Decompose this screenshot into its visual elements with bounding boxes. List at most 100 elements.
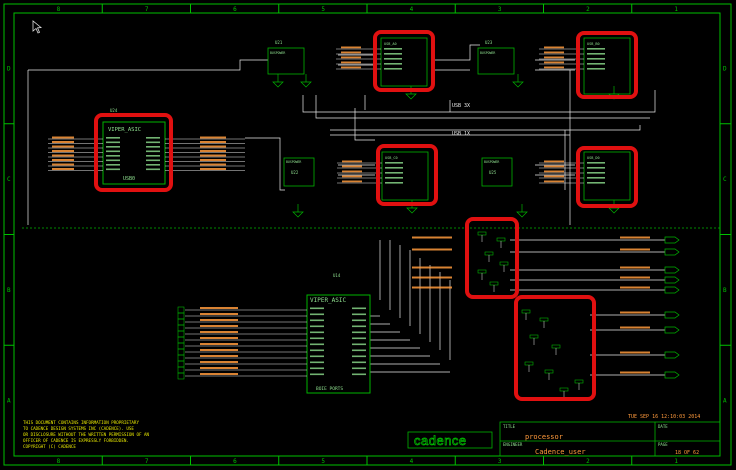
border-row-label-right: D (723, 65, 727, 72)
port-net-label (620, 351, 650, 354)
u14-pin-name (352, 349, 366, 352)
usb-pin-name (385, 162, 403, 164)
u14-pin-name (352, 355, 366, 358)
u14-pin-name (352, 325, 366, 328)
u24-pin-name (106, 141, 120, 144)
u14-pin-name (310, 307, 324, 310)
u24-pin-name (146, 141, 160, 144)
border-col-label-top: 4 (410, 6, 414, 13)
u14-net-label (200, 319, 238, 321)
u22-buspower[interactable]: U22 BUSPOWER (283, 157, 315, 187)
border-col-label-bottom: 4 (410, 458, 414, 465)
engineer-value: Cadence_user (535, 448, 586, 456)
border-row-label-right: C (723, 176, 727, 183)
u24-net-label (52, 136, 74, 139)
usb-pin-name (384, 53, 402, 55)
usb-net-label (341, 61, 361, 64)
u24-net-label (200, 150, 226, 152)
highlight-boxes (94, 30, 638, 401)
u14-pin-name (310, 313, 324, 316)
usb-bus-label-top: USB 3X (452, 103, 470, 109)
highlight-usb-b (576, 31, 638, 99)
u14-viper-asic[interactable]: VIPER_ASIC U14 BOIE PORTS (177, 273, 371, 394)
u24-pin-name (146, 146, 160, 148)
u14-pin-name (310, 337, 324, 340)
usb-net-label (544, 175, 564, 178)
port-net-label (412, 286, 452, 289)
u14-pin-name (352, 373, 366, 376)
usb-d-block[interactable]: USB_D0 (583, 151, 631, 201)
u14-pin-name (352, 307, 366, 310)
date-label: DATE (658, 424, 668, 429)
notice-line-1: THIS DOCUMENT CONTAINS INFORMATION PROPR… (23, 420, 139, 425)
u24-pin-name (146, 164, 160, 166)
u14-pin-name (310, 331, 324, 334)
u24-net-label (52, 154, 74, 157)
u14-net-label (200, 337, 238, 339)
u24-pin-name (106, 155, 120, 157)
u14-pin-name (310, 373, 324, 376)
u14-pin-name (310, 325, 324, 328)
usb-pin-name (587, 58, 605, 60)
u14-net-label (200, 349, 238, 351)
u21-buspower[interactable]: U21 BUSPOWER (267, 40, 305, 75)
usb-pin-name (587, 177, 605, 179)
u25-type: BUSPOWER (484, 160, 499, 164)
usb-pin-name (384, 63, 402, 65)
usb-net-label (544, 46, 564, 49)
u24-net-label (52, 141, 74, 143)
u25-buspower[interactable]: U25 BUSPOWER (481, 157, 513, 187)
border-row-label-left: D (7, 65, 11, 72)
usb-net-label (342, 160, 362, 163)
border-col-label-bottom: 8 (57, 458, 61, 465)
u21-ref: U21 (275, 40, 283, 45)
u24-pin-name (146, 168, 160, 171)
u14-pin-name (310, 361, 324, 364)
border-col-label-top: 2 (586, 6, 590, 13)
border-col-label-bottom: 1 (674, 458, 678, 465)
usb-c-block[interactable]: USB_C0 (381, 151, 429, 201)
u24-ref-label: U24 (110, 108, 118, 113)
port-net-label (620, 276, 650, 279)
u14-pin-name (352, 367, 366, 370)
border-col-label-bottom: 3 (498, 458, 502, 465)
u24-net-label (52, 163, 74, 166)
u23-buspower[interactable]: U23 BUSPOWER (477, 40, 515, 75)
border-col-label-bottom: 7 (145, 458, 149, 465)
u14-ref-label: U14 (333, 273, 341, 278)
u14-pin-name (352, 331, 366, 334)
usb-net-label (544, 51, 564, 54)
u24-net-label (52, 168, 74, 170)
u24-viper-asic[interactable]: VIPER_ASIC U24 USB0 (48, 108, 245, 185)
port-net-label (620, 286, 650, 289)
u24-net-label (200, 168, 226, 170)
u14-net-label (200, 355, 238, 357)
cadence-logo: cadence (414, 433, 467, 448)
usb-b-block[interactable]: USB_B0 (583, 37, 631, 95)
u14-net-label (200, 373, 238, 375)
u24-pin-name (146, 137, 160, 139)
usb-a-block[interactable]: USB_A0 (380, 37, 428, 87)
u14-net-label (200, 313, 238, 315)
port-net-label (620, 248, 650, 251)
usb-net-label (544, 165, 564, 168)
u14-net-label (200, 343, 238, 345)
border-col-label-top: 5 (321, 6, 325, 13)
usb-bus-label-mid: USB 1X (452, 131, 470, 137)
port-net-label (620, 266, 650, 269)
u14-net-label (200, 325, 238, 327)
u14-pin-name (352, 313, 366, 316)
border-col-label-top: 7 (145, 6, 149, 13)
wires (22, 44, 720, 229)
usb-pin-name (385, 167, 403, 169)
border-col-label-bottom: 2 (586, 458, 590, 465)
u14-net-label (200, 331, 238, 333)
u24-subtitle: USB0 (123, 176, 135, 182)
usb-net-label (342, 170, 362, 173)
border-col-label-top: 6 (233, 6, 237, 13)
offpage-connector-icon (664, 326, 680, 334)
u24-pin-name (106, 159, 120, 162)
port-net-label (620, 236, 650, 239)
u23-type: BUSPOWER (480, 51, 495, 55)
